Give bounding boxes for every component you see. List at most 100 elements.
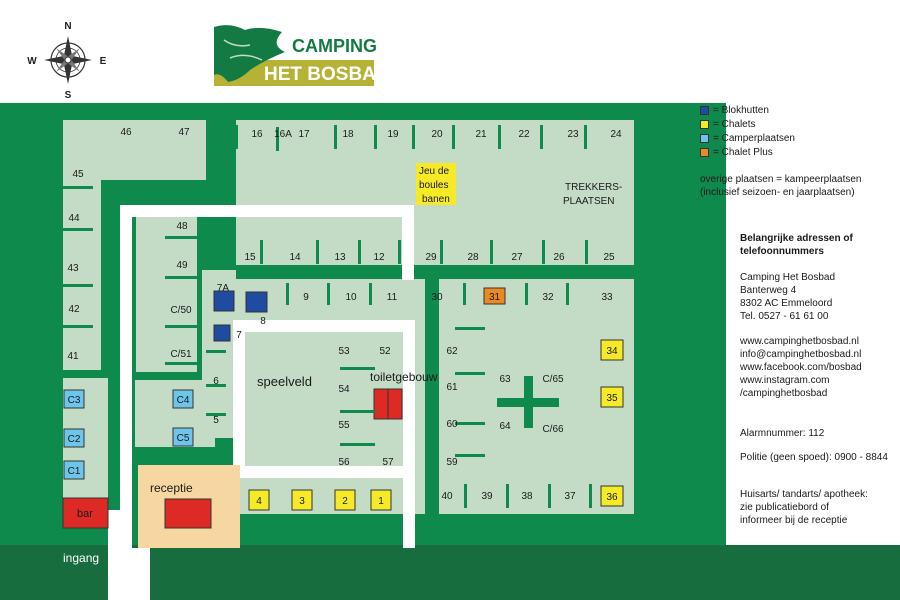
pitch-label: 34	[606, 346, 618, 357]
pitch-marker[interactable]	[63, 460, 85, 480]
pitch-marker[interactable]	[213, 324, 231, 342]
chalet-plus-swatch	[700, 148, 709, 157]
toiletgebouw-label: toiletgebouw	[370, 370, 438, 384]
logo-line1: CAMPING	[292, 36, 377, 56]
pitch-label: 28	[467, 252, 479, 263]
pitch-marker[interactable]	[63, 428, 85, 448]
pitch-label: 18	[342, 129, 354, 140]
pitch-label: 7A	[217, 283, 230, 294]
pitch-marker[interactable]	[213, 290, 235, 312]
pitch-marker[interactable]	[63, 389, 85, 409]
pitch-label: 54	[338, 384, 350, 395]
camperplaatsen-swatch	[700, 134, 709, 143]
pitch-marker[interactable]	[600, 485, 624, 507]
bar-building	[62, 497, 109, 529]
receptie-building	[164, 498, 212, 529]
pitch-label: 25	[603, 252, 615, 263]
legend-note-line: (inclusief seizoen- en jaarplaatsen)	[700, 187, 855, 198]
pitch-label: 13	[334, 252, 346, 263]
pitch-label: 55	[338, 420, 350, 431]
instagram-link-path[interactable]: /campinghetbosbad	[740, 388, 828, 399]
legend-note-line: overige plaatsen = kampeerplaatsen	[700, 174, 862, 185]
pitch-label: 11	[387, 292, 398, 303]
pitch-label: 15	[244, 252, 256, 263]
pitch-marker[interactable]	[600, 386, 624, 408]
phone-number: Tel. 0527 - 61 61 00	[740, 311, 829, 322]
jeu-line3: banen	[422, 194, 450, 205]
pitch-label: 22	[518, 129, 530, 140]
pitch-label: 37	[564, 491, 576, 502]
ingang-label: ingang	[63, 551, 99, 565]
pitch-label: 52	[379, 346, 391, 357]
pitch-dividers	[63, 125, 592, 508]
pitch-label: 48	[176, 221, 188, 232]
pitch-marker[interactable]	[172, 389, 194, 409]
chalets-swatch	[700, 120, 709, 129]
instagram-link[interactable]: www.instagram.com	[740, 375, 830, 386]
legend-label: = Blokhutten	[713, 105, 769, 116]
cross-path-v	[524, 376, 533, 428]
speelveld-area	[245, 332, 338, 466]
pitch-label: 19	[387, 129, 399, 140]
pitch-label: 7	[236, 330, 242, 341]
pitch-label: 5	[213, 415, 219, 426]
compass-rose: N S E W	[27, 21, 106, 101]
address-line: Camping Het Bosbad	[740, 272, 836, 283]
pitch-label: 26	[553, 252, 565, 263]
pitch-label: 41	[67, 351, 79, 362]
pitch-label: 44	[68, 213, 80, 224]
jeu-de-boules-marker	[416, 163, 456, 205]
pitch-marker[interactable]	[248, 489, 270, 511]
contact-heading: Belangrijke adressen of telefoonnummers	[740, 232, 853, 258]
pitch-label: 42	[68, 304, 80, 315]
pitch-label: 1	[378, 496, 384, 507]
legend-item-camperplaatsen: = Camperplaatsen	[700, 133, 795, 144]
pitch-label: 39	[481, 491, 493, 502]
jeu-line2: boules	[419, 180, 448, 191]
pitch-marker[interactable]	[600, 339, 624, 361]
website-link[interactable]: www.campinghetbosbad.nl	[740, 336, 859, 347]
pitch-label: C/66	[542, 424, 564, 435]
pitch-label: 2	[342, 496, 348, 507]
pitch-label: 9	[303, 292, 309, 303]
contact-address: Camping Het Bosbad Banterweg 4 8302 AC E…	[740, 271, 835, 323]
pitch-label: 33	[601, 292, 613, 303]
pitch-label: 57	[382, 457, 394, 468]
pitch-label: 46	[120, 127, 132, 138]
pitch-label: 47	[178, 127, 190, 138]
pitch-label: 27	[511, 252, 523, 263]
pitch-marker[interactable]	[370, 489, 392, 511]
pitch-label: C/65	[542, 374, 564, 385]
pitch-label: 21	[475, 129, 487, 140]
pitch-label: 20	[431, 129, 443, 140]
pitch-label: 16	[251, 129, 263, 140]
pitch-label: C2	[68, 434, 81, 445]
pitch-label: 14	[289, 252, 301, 263]
pitch-marker[interactable]	[291, 489, 313, 511]
pitch-marker[interactable]	[334, 489, 356, 511]
pitch-label: 36	[606, 492, 618, 503]
facebook-link[interactable]: www.facebook.com/bosbad	[740, 362, 862, 373]
legend-label: = Chalets	[713, 119, 756, 130]
pitch-label: 31	[489, 292, 501, 303]
legend-item-chalet-plus: = Chalet Plus	[700, 147, 773, 158]
pitch-label: 35	[606, 393, 618, 404]
pitch-label: 59	[446, 457, 458, 468]
pitch-marker[interactable]	[245, 291, 268, 313]
pitch-label: 38	[521, 491, 533, 502]
pitch-label: 43	[67, 263, 79, 274]
trekkers-line2: PLAATSEN	[563, 196, 615, 207]
medical-line: Huisarts/ tandarts/ apotheek:	[740, 489, 868, 500]
pitch-label: 45	[72, 169, 84, 180]
pitch-marker[interactable]	[172, 427, 194, 447]
pitch-label: C/50	[170, 305, 192, 316]
pitch-marker[interactable]	[483, 287, 506, 305]
pitch-label: C/51	[170, 349, 192, 360]
email-link[interactable]: info@campinghetbosbad.nl	[740, 349, 862, 360]
pitch-label: 10	[345, 292, 357, 303]
police-number: Politie (geen spoed): 0900 - 8844	[740, 452, 888, 463]
pitch-label: 64	[499, 421, 511, 432]
pitch-label: C5	[177, 433, 190, 444]
